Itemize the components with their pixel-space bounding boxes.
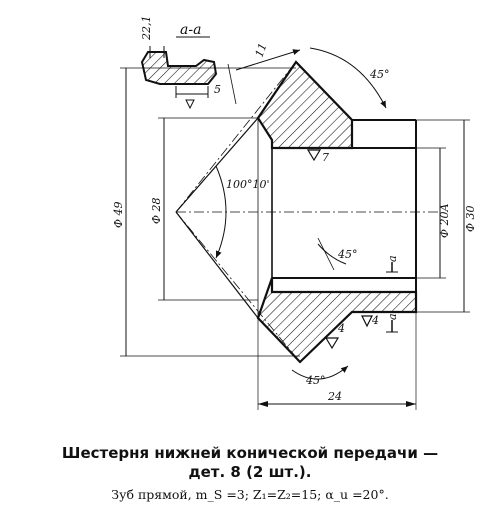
gear-body: 100°10' [175, 60, 440, 364]
roughness-4a-label: 4 [337, 322, 345, 335]
diameter-49-label: Φ 49 [112, 201, 125, 228]
roughness-4b-label: 4 [371, 314, 379, 327]
length-24-label: 24 [327, 390, 342, 403]
cone-angle-label: 100°10' [226, 178, 270, 191]
roughness-7-label: 7 [322, 151, 329, 164]
caption-line-2: дет. 8 (2 шт.). [188, 463, 312, 481]
cut-a-bot-label: a [386, 313, 399, 320]
caption-spec: Зуб прямой, m_S =3; Z₁=Z₂=15; α_u =20°. [111, 487, 389, 502]
angle-45-top-label: 45° [369, 68, 390, 81]
angle-dims: 45° 11 45° 45° 24 [227, 41, 417, 410]
tooth-height-label: 22,1 [140, 16, 153, 42]
caption-line-1: Шестерня нижней конической передачи — [61, 444, 439, 462]
length-11-label: 11 [253, 41, 270, 59]
surface-marks: 7 4 4 a a [306, 149, 399, 350]
cut-a-top-label: a [386, 255, 399, 262]
section-label: а-а [180, 22, 201, 38]
tooth-width-label: 5 [214, 83, 221, 96]
diameter-20a-label: Φ 20A [438, 203, 451, 238]
tooth-section: 5 22,1 а-а [140, 16, 221, 110]
diameter-30-label: Φ 30 [464, 205, 477, 232]
caption-title: Шестерня нижней конической передачи — де… [0, 444, 500, 482]
diameter-28-label: Φ 28 [150, 197, 163, 224]
diameter-dims: Φ 49 Φ 28 Φ 20A Φ 30 [112, 67, 477, 357]
gear-drawing: 5 22,1 а-а 100°10' [112, 16, 477, 410]
angle-45-mid-label: 45° [337, 248, 358, 261]
angle-45-bot-label: 45° [305, 374, 326, 387]
